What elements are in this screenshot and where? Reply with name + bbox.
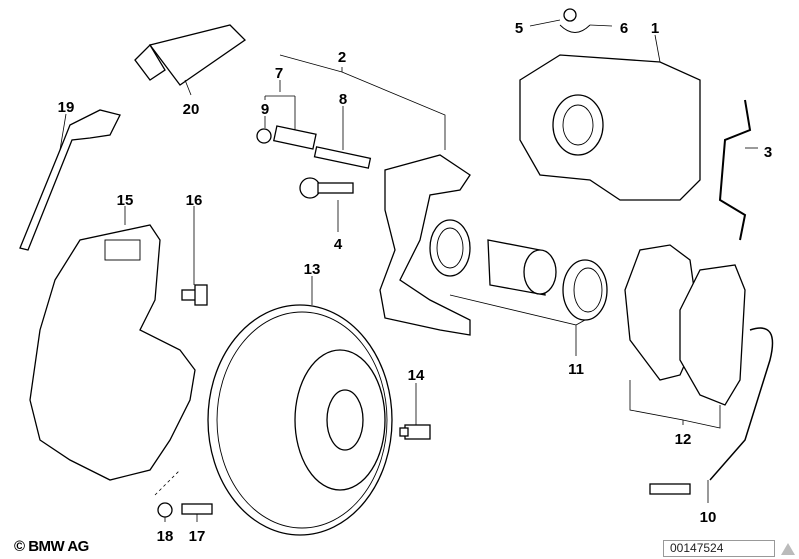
- part-6-cap: [559, 24, 591, 33]
- label-16: 16: [186, 192, 203, 209]
- part-2-carrier: [379, 154, 471, 336]
- copyright: © BMW AG: [14, 538, 89, 555]
- label-5: 5: [515, 20, 523, 37]
- label-3: 3: [764, 144, 772, 161]
- label-14: 14: [408, 367, 425, 384]
- part-12-pad-outer: [679, 264, 746, 406]
- part-9-cap: [256, 128, 272, 144]
- label-10: 10: [700, 509, 717, 526]
- part-11-piston-seal: [429, 219, 608, 321]
- label-1: 1: [651, 20, 659, 37]
- part-14-bolt: [399, 424, 431, 440]
- leader-lines: [59, 19, 758, 522]
- part-7-sleeve: [273, 125, 317, 150]
- document-number: 00147524: [663, 540, 775, 557]
- label-2: 2: [338, 49, 346, 66]
- label-13: 13: [304, 261, 321, 278]
- part-15-dust-shield: [29, 224, 196, 481]
- part-4-bolt: [299, 177, 354, 199]
- shield-opening: [104, 239, 141, 261]
- part-17-18-screw: [157, 502, 213, 518]
- label-12: 12: [675, 431, 692, 448]
- label-18: 18: [157, 528, 174, 545]
- part-1-caliper: [519, 54, 701, 201]
- part-19-bracket: [19, 109, 121, 251]
- part-8-guide-pin: [313, 146, 372, 169]
- part-3-spring: [718, 99, 752, 241]
- label-20: 20: [183, 101, 200, 118]
- caliper-bore-inner: [562, 104, 594, 146]
- part-5-bleeder: [563, 8, 577, 22]
- part-16-bolt: [181, 284, 208, 306]
- label-9: 9: [261, 101, 269, 118]
- label-11: 11: [568, 361, 584, 378]
- label-6: 6: [620, 20, 628, 37]
- label-17: 17: [189, 528, 206, 545]
- sensor-plug: [649, 483, 691, 495]
- warning-triangle-icon: [781, 543, 795, 555]
- label-4: 4: [334, 236, 343, 253]
- part-20-grease-tube: [134, 24, 247, 86]
- label-15: 15: [117, 192, 134, 209]
- label-19: 19: [58, 99, 75, 116]
- label-8: 8: [339, 91, 347, 108]
- part-10-wear-sensor: [709, 327, 774, 481]
- label-7: 7: [275, 65, 283, 82]
- part-13-brake-disc: [207, 304, 393, 536]
- caliper-bore: [552, 94, 604, 156]
